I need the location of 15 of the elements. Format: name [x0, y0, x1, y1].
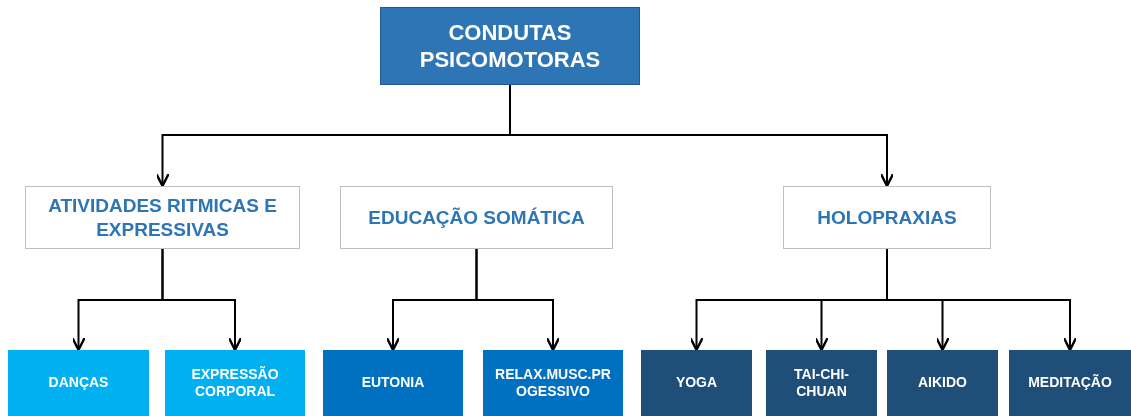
category-box: HOLOPRAXIAS	[783, 186, 991, 249]
category-box: ATIVIDADES RITMICAS E EXPRESSIVAS	[25, 186, 300, 249]
item-box: RELAX.MUSC.PROGESSIVO	[483, 350, 623, 416]
category-box: EDUCAÇÃO SOMÁTICA	[340, 186, 613, 249]
item-box: EXPRESSÃO CORPORAL	[165, 350, 305, 416]
item-box: YOGA	[641, 350, 752, 416]
arrow	[475, 248, 561, 352]
item-box: TAI-CHI-CHUAN	[766, 350, 877, 416]
arrow	[161, 248, 243, 352]
item-box: MEDITAÇÃO	[1009, 350, 1131, 416]
item-box: EUTONIA	[323, 350, 463, 416]
item-box: AIKIDO	[887, 350, 998, 416]
arrow	[886, 248, 1078, 352]
title-box: CONDUTAS PSICOMOTORAS	[380, 7, 640, 85]
item-box: DANÇAS	[8, 350, 149, 416]
